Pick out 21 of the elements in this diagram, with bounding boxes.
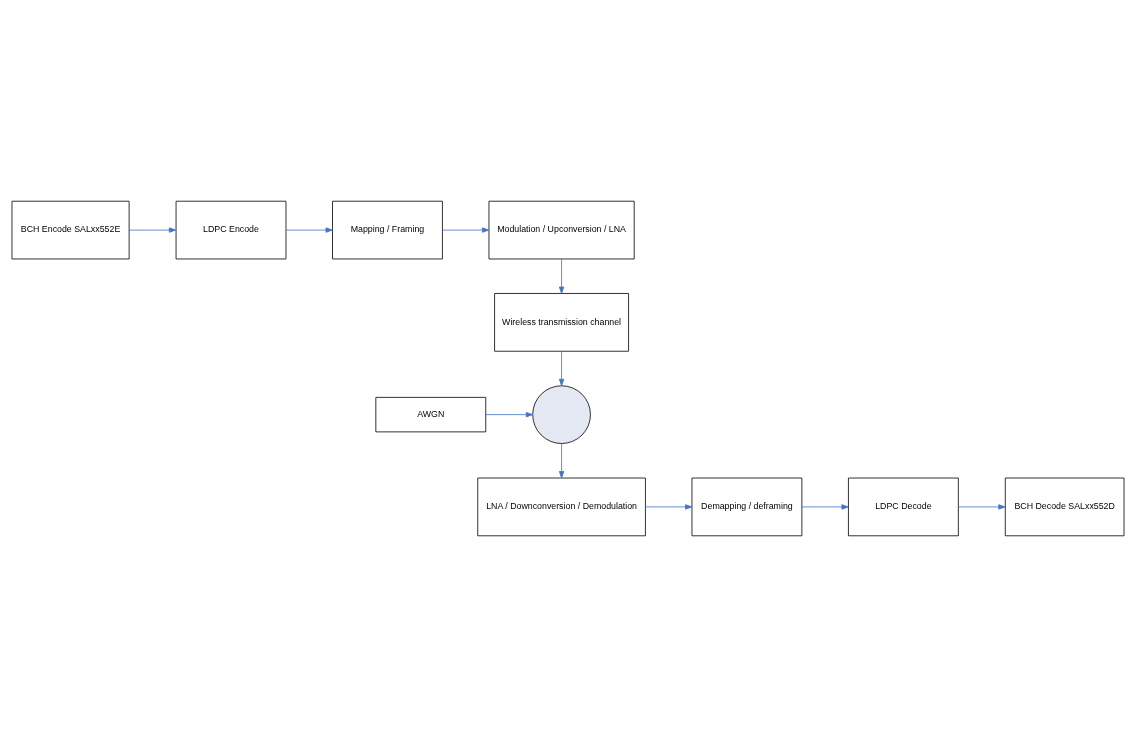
node-box: AWGN [375, 396, 487, 432]
node-circle [532, 384, 591, 444]
node-box: BCH Encode SALxx552E [11, 200, 130, 259]
node-box: BCH Decode SALxx552D [1004, 477, 1125, 536]
arrow [442, 226, 490, 233]
arrow [558, 258, 565, 294]
node-box: Wireless transmission channel [494, 292, 629, 352]
arrow [958, 503, 1006, 510]
arrow [128, 226, 177, 233]
arrow [558, 350, 565, 386]
node-box: Demapping / deframing [691, 477, 803, 536]
node-box: LDPC Decode [848, 477, 959, 536]
node-box: LNA / Downconversion / Demodulation [477, 477, 646, 536]
node-box: LDPC Encode [175, 200, 287, 259]
arrow [285, 226, 333, 233]
arrow [485, 411, 534, 417]
arrow [558, 442, 565, 478]
node-box: Mapping / Framing [332, 200, 443, 259]
node-box: Modulation / Upconversion / LNA [488, 200, 635, 259]
arrow [801, 503, 849, 510]
arrow [645, 503, 693, 510]
